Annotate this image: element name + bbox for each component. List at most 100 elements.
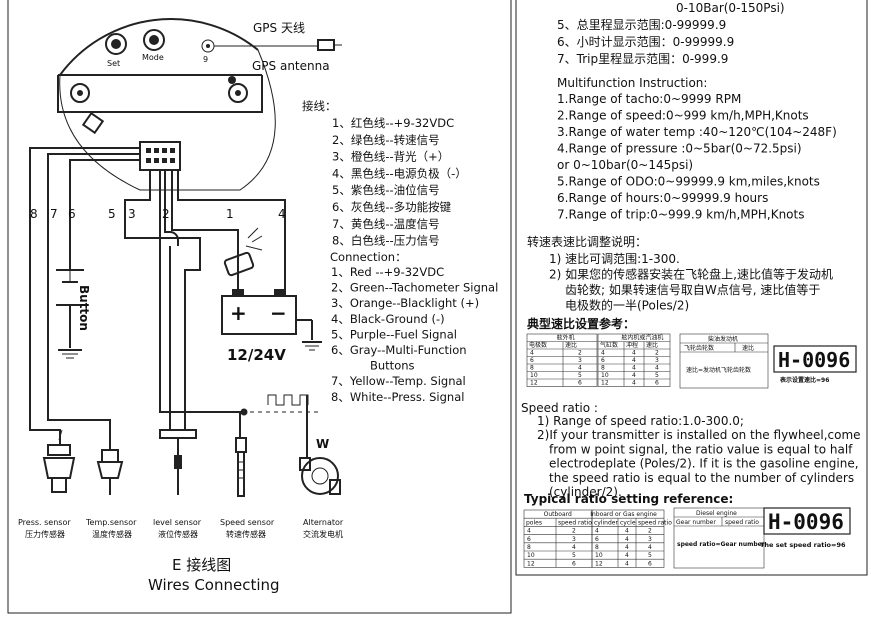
cn-diesel-col-1: 速比: [742, 344, 754, 352]
cn_t2-cell: 5: [655, 372, 659, 379]
set-button-icon: [105, 33, 127, 55]
speed-sensor-cn: 转速传感器: [226, 529, 266, 539]
level-sensor-en: level sensor: [153, 518, 202, 527]
en-diesel-table: Diesel engine Gear number speed ratio sp…: [673, 507, 765, 569]
en_t2-cell: 4: [595, 528, 599, 535]
en_t1-cell: 2: [572, 528, 576, 535]
connection-en-line: 2、Green--Tachometer Signal: [331, 281, 498, 295]
wire-number-1: 1: [226, 207, 234, 221]
wire-number-6: 6: [68, 207, 76, 221]
en-ratio-title: Speed ratio :: [521, 401, 598, 415]
right-frame: [515, 0, 868, 576]
en_t2-cell: 4: [625, 544, 629, 551]
cn_t1-cell: 3: [578, 357, 582, 364]
connection-en-line: 4、Black-Ground (-): [331, 312, 445, 326]
left-frame: [7, 0, 512, 614]
en_t2-cell: 6: [648, 560, 652, 567]
battery-plus: +: [230, 301, 247, 325]
level-sensor-icon: [159, 429, 197, 495]
en-ratio-line: 1) Range of speed ratio:1.0-300.0;: [537, 414, 744, 428]
caption-en: Wires Connecting: [148, 576, 280, 594]
en_t2-col-header: cylinder: [594, 519, 618, 526]
cn_t1-cell: 10: [530, 372, 538, 379]
wiring-cn-line: 2、绿色线--转速信号: [332, 133, 440, 147]
pulse-signal-icon: [240, 394, 320, 416]
cn_t2-cell: 10: [601, 372, 609, 379]
multifunction-line: or 0~10bar(0~145psi): [557, 158, 693, 172]
en_t2-cell: 2: [648, 528, 652, 535]
multifunction-line: 5.Range of ODO:0~99999.9 km,miles,knots: [557, 175, 820, 189]
wiring-cn-line: 7、黄色线--温度信号: [332, 217, 440, 231]
gps-antenna-icon: [214, 39, 342, 51]
cn_t1-cell: 4: [578, 365, 582, 372]
en_t2-cell: 4: [648, 544, 652, 551]
en-ratio-line: 2)If your transmitter is installed on th…: [537, 428, 861, 442]
cn_t2-cell: 4: [632, 350, 636, 357]
speed-sensor-icon: [235, 437, 247, 497]
multifunction-line: 7.Range of trip:0~999.9 km/h,MPH,Knots: [557, 208, 804, 222]
cn_t2-col-header: 气缸数: [600, 341, 618, 349]
gauge-back: [57, 18, 276, 191]
en_t1-col-header: speed ratio: [558, 519, 592, 526]
en_t2-col-header: cycle: [620, 519, 636, 526]
cn_t1-cell: 6: [530, 357, 534, 364]
battery-icon: [221, 289, 322, 351]
en_t2-cell: 4: [625, 528, 629, 535]
cn_t2-cell: 8: [601, 365, 605, 372]
en_t1-cell: 6: [527, 536, 531, 543]
cn_t2-cell: 6: [655, 380, 659, 387]
en_t1-cell: 12: [527, 560, 535, 567]
pressure-sensor-icon: [42, 429, 76, 493]
wire-number-2: 2: [162, 207, 170, 221]
caption-cn: E 接线图: [172, 556, 231, 574]
multifunction-line: 1.Range of tacho:0~9999 RPM: [557, 92, 741, 106]
battery-voltage: 12/24V: [227, 346, 286, 364]
speed-sensor-en: Speed sensor: [220, 518, 275, 527]
alternator-en: Alternator: [303, 518, 344, 527]
cn_t1-col-header: 速比: [565, 341, 577, 349]
temp-sensor-cn: 温度传感器: [92, 529, 132, 539]
cn_t1-cell: 5: [578, 372, 582, 379]
temp-sensor-en: Temp.sensor: [85, 518, 137, 527]
wire-number-7: 7: [50, 207, 58, 221]
cn_t1-cell: 2: [578, 350, 582, 357]
battery-minus: −: [270, 301, 287, 325]
cn_t2-header: 舷内机或汽油机: [621, 334, 663, 342]
ignition-key-icon: [223, 227, 263, 277]
press-sensor-en: Press. sensor: [18, 518, 71, 527]
en_t2-cell: 12: [595, 560, 603, 567]
cn-ratio-line: 齿轮数; 如果转速信号取自W点信号, 速比值等于: [565, 282, 820, 297]
multifunction-list: 1.Range of tacho:0~9999 RPM 2.Range of sp…: [557, 92, 837, 222]
cn-diesel-formula: 速比=发动机飞轮齿轮数: [686, 366, 751, 374]
en-diesel-col-0: Gear number: [676, 519, 716, 526]
en_t2-cell: 6: [595, 536, 599, 543]
connection-en-line: 1、Red --+9-32VDC: [331, 265, 444, 279]
cn_t1-cell: 12: [530, 380, 538, 387]
gps-cn-label: GPS 天线: [253, 21, 305, 35]
connection-en-list: Connection： 1、Red --+9-32VDC 2、Green--Tac…: [330, 250, 498, 404]
multifunction-line: 6.Range of hours:0~99999.9 hours: [557, 191, 768, 205]
wiring-cn-line: 8、白色线--压力信号: [332, 234, 440, 248]
multifunction-line: 2.Range of speed:0~999 km/h,MPH,Knots: [557, 109, 809, 123]
range-list-cn: 0-10Bar(0-150Psi)5、总里程显示范围:0-99999.96、小时…: [557, 1, 785, 66]
range-line: 7、Trip里程显示范围：0-999.9: [557, 51, 728, 66]
en_t2-cell: 10: [595, 552, 603, 559]
cn-ratio-line: 电极数的一半(Poles/2): [565, 298, 689, 313]
wire-number-3: 3: [128, 207, 136, 221]
wiring-cn-line: 4、黑色线--电源负极（-）: [332, 166, 467, 180]
cn_t2-cell: 3: [655, 357, 659, 364]
en_t2-header: Inboard or Gas engine: [590, 511, 657, 518]
button-label: Button: [77, 285, 91, 331]
en-ratio-line: from w point signal, the ratio value is …: [549, 442, 853, 456]
connection-en-title: Connection：: [330, 250, 407, 264]
cn_t2-cell: 4: [601, 350, 605, 357]
push-button-icon: [56, 269, 84, 306]
cn_t2-col-header: 速比: [646, 341, 658, 349]
cn-diesel-col-0: 飞轮齿轮数: [684, 344, 714, 352]
en_t2-cell: 4: [625, 552, 629, 559]
wiring-cn-line: 1、红色线--+9-32VDC: [332, 116, 454, 130]
cn_t1-cell: 8: [530, 365, 534, 372]
